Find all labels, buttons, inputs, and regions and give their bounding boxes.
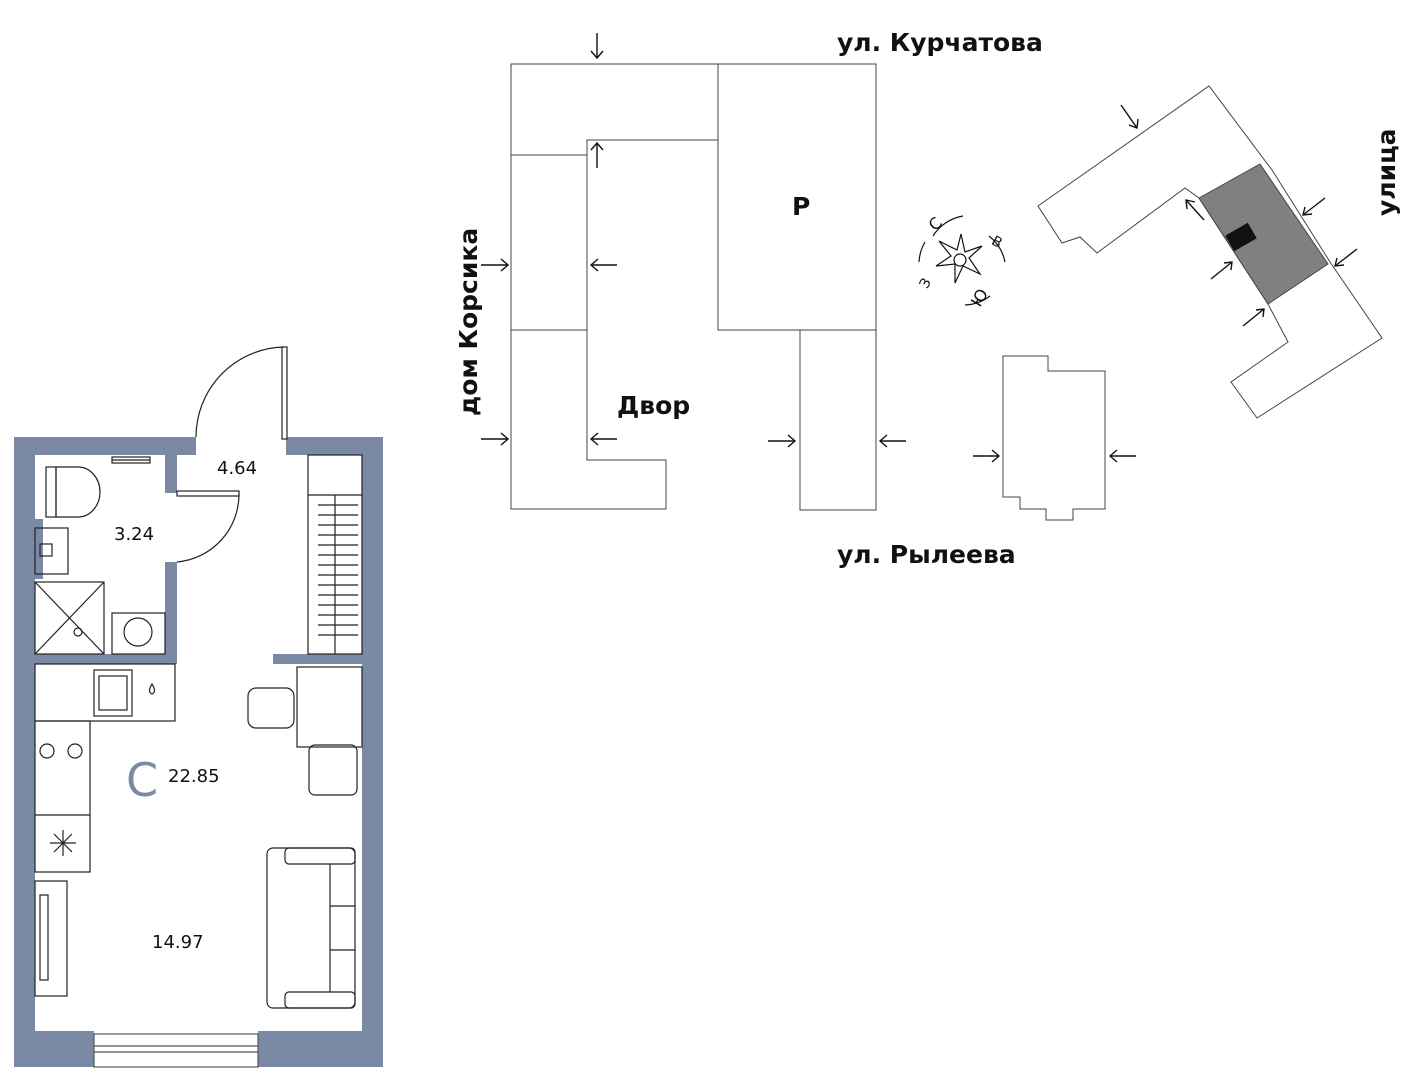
street-east-label: улица: [1372, 128, 1401, 216]
selected-apartment-marker: [1225, 222, 1257, 252]
kitchen-counter: [34, 663, 176, 873]
arrow-icon: [1185, 199, 1205, 221]
entrance-arrows: [481, 33, 1358, 463]
snowflake-icon: [50, 830, 76, 856]
bathroom-door: [176, 490, 240, 563]
hall-area-label: 4.64: [217, 458, 257, 479]
arrow-icon: [1108, 449, 1136, 463]
building-south: [799, 329, 877, 511]
compass-north-letter: С: [925, 213, 946, 234]
compass-star-icon: [935, 233, 983, 284]
street-south-label: ул. Рылеева: [837, 540, 1016, 569]
compass-rose: [918, 215, 1006, 306]
compass-letters: С В Ю З: [917, 213, 1005, 310]
arrow-icon: [1242, 308, 1265, 327]
living-area-label: 14.97: [152, 932, 204, 953]
parking-label: Р: [792, 192, 810, 221]
street-west-label: дом Корсика: [454, 228, 483, 416]
desk: [247, 666, 363, 796]
arrow-icon: [481, 258, 510, 272]
compass-west-letter: З: [917, 276, 935, 292]
building-small: [1002, 355, 1106, 521]
bathroom-fixtures: [34, 456, 166, 655]
arrow-icon: [1120, 104, 1139, 129]
arrow-icon: [1302, 197, 1326, 216]
arrow-icon: [589, 258, 617, 272]
building-west: [510, 63, 719, 510]
arrow-icon: [481, 432, 510, 446]
arrow-icon: [878, 434, 906, 448]
street-north-label: ул. Курчатова: [837, 28, 1043, 57]
arrow-icon: [973, 449, 1001, 463]
arrow-icon: [1334, 248, 1358, 267]
arrow-icon: [590, 141, 604, 168]
arrow-icon: [590, 33, 604, 60]
bathroom-area-label: 3.24: [114, 524, 154, 545]
tv-stand: [34, 880, 68, 997]
compass-east-letter: В: [989, 233, 1005, 252]
wardrobe: [307, 454, 363, 655]
building-east: [1037, 85, 1383, 419]
courtyard-label: Двор: [617, 391, 690, 420]
compass-south-letter: Ю: [967, 285, 992, 309]
window: [93, 1033, 259, 1068]
site-plan: [510, 63, 1383, 521]
arrow-icon: [1210, 261, 1233, 280]
total-area-label: 22.85: [168, 766, 220, 787]
outer-walls: [14, 437, 383, 1067]
parking-block: [717, 63, 877, 331]
arrow-icon: [589, 432, 617, 446]
arrow-icon: [768, 434, 797, 448]
sofa: [266, 847, 356, 1009]
studio-letter: С: [126, 753, 158, 807]
apartment-plan: 4.64 3.24 С 22.85 14.97: [14, 346, 383, 1068]
highlighted-section: [1198, 163, 1329, 305]
entrance-door: [195, 346, 288, 440]
